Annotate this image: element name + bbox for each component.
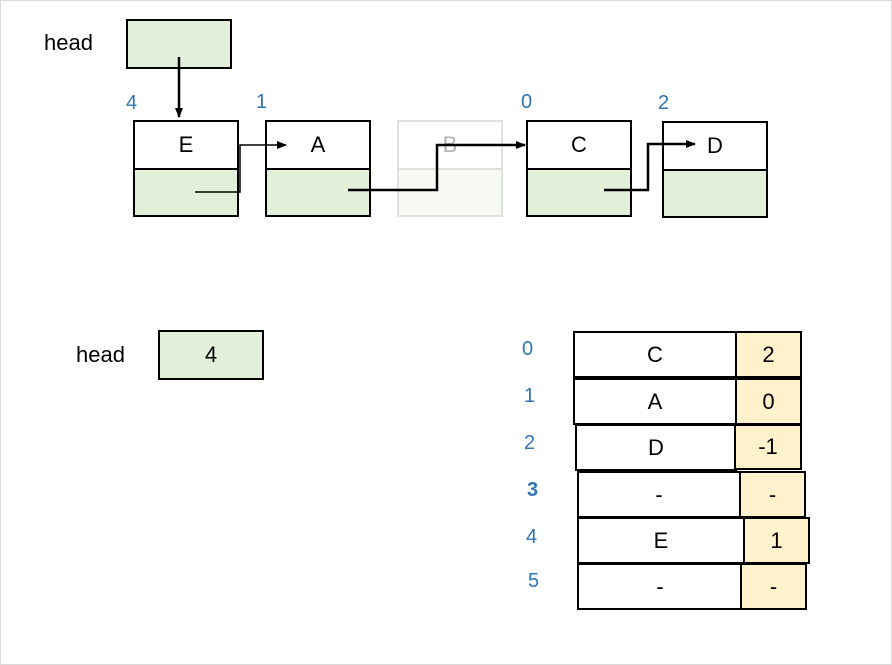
node-index-e: 4 [126,92,138,114]
node-c: C [526,120,632,217]
array-data-cell: C [573,331,737,378]
array-next-cell: - [740,563,807,610]
link-c-to-d [604,140,696,192]
array-next-cell: -1 [734,424,802,470]
node-index-c: 0 [521,91,533,113]
node-index-a: 1 [256,91,268,113]
node-pointer-field [267,170,369,215]
node-pointer-field [664,171,766,216]
node-pointer-field [399,170,501,215]
array-data-cell: D [575,424,737,471]
array-next-cell: 2 [735,331,802,378]
node-d: D [662,121,768,218]
array-next-cell: 1 [743,517,810,564]
array-index: 1 [524,385,536,407]
array-data-cell: E [577,517,745,564]
link-a-to-c [348,141,526,192]
array-next-cell: - [739,471,806,518]
array-data-cell: - [577,563,743,610]
node-value: C [528,122,630,170]
node-pointer-field [528,170,630,215]
array-next-cell: 0 [735,378,802,425]
head-label-top: head [44,30,93,55]
array-data-cell: - [577,471,741,518]
link-e-to-a [195,141,287,193]
array-index: 4 [526,526,538,548]
node-index-d: 2 [658,92,670,114]
head-label-bottom: head [76,342,125,367]
head-value-box: 4 [158,330,264,380]
node-e: E [133,120,239,217]
node-value: D [664,123,766,171]
array-index: 5 [528,570,540,592]
array-index: 0 [522,338,534,360]
array-index: 3 [527,479,539,501]
array-data-cell: A [573,378,737,425]
node-value: E [135,122,237,170]
array-index: 2 [524,432,536,454]
